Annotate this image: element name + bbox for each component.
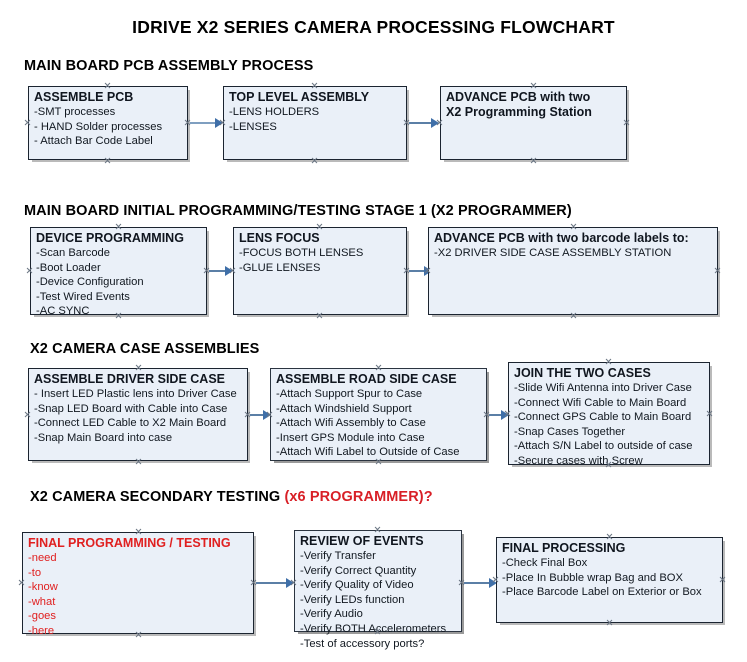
box-line: -Verify Audio [300,608,363,621]
box-line-overflow: -Test of accessory ports? [300,637,425,650]
box-line: X2 Programming Station [446,105,592,119]
connector-arrow [286,578,294,588]
section-heading-2: MAIN BOARD INITIAL PROGRAMMING/TESTING S… [24,203,572,219]
page-title: IDRIVE X2 SERIES CAMERA PROCESSING FLOWC… [132,17,615,37]
box-line: -AC SYNC [36,305,90,318]
process-box-review-of-events[interactable]: REVIEW OF EVENTS -Verify Transfer -Verif… [294,530,462,650]
process-box-advance-pcb-station[interactable]: ADVANCE PCB with two X2 Programming Stat… [440,86,627,160]
box-line: -know [28,581,58,594]
box-line: -Snap Cases Together [514,425,626,438]
box-line: -LENS HOLDERS [229,106,320,118]
box-line: -Snap LED Board with Cable into Case [34,402,228,415]
box-line: -Verify Correct Quantity [300,564,417,577]
box-line: - HAND Solder processes [34,120,163,133]
box-line: -Slide Wifi Antenna into Driver Case [514,382,692,394]
section-heading-3: X2 CAMERA CASE ASSEMBLIES [30,341,259,357]
box-line: - Attach Bar Code Label [34,135,153,148]
process-box-advance-pcb-driver-side[interactable]: ADVANCE PCB with two barcode labels to: … [428,227,718,315]
box-title: JOIN THE TWO CASES [514,366,651,380]
box-title: ADVANCE PCB with two barcode labels to: [434,231,689,245]
connector-arrow [215,118,223,128]
box-title: TOP LEVEL ASSEMBLY [229,90,370,104]
process-box-assemble-driver-side-case[interactable]: ASSEMBLE DRIVER SIDE CASE - Insert LED P… [28,368,248,461]
connector-line [409,122,434,124]
box-line: -Verify BOTH Accelerometers [300,622,447,635]
connector-line [489,414,504,416]
section-heading-2-text: MAIN BOARD INITIAL PROGRAMMING/TESTING S… [24,203,572,219]
box-title: ASSEMBLE PCB [34,90,134,104]
connector-arrow [263,410,271,420]
process-box-lens-focus[interactable]: LENS FOCUS -FOCUS BOTH LENSES -GLUE LENS… [233,227,407,315]
section-heading-1: MAIN BOARD PCB ASSEMBLY PROCESS [24,58,313,74]
box-title: DEVICE PROGRAMMING [36,231,184,245]
process-box-top-level-assembly[interactable]: TOP LEVEL ASSEMBLY -LENS HOLDERS -LENSES [223,86,407,160]
box-line: -Connect GPS Cable to Main Board [514,411,692,424]
section-heading-4-text: X2 CAMERA SECONDARY TESTING [30,489,285,505]
box-line: -Secure cases with Screw [514,454,643,467]
box-line: -Attach Support Spur to Case [276,388,423,400]
box-line: - Insert LED Plastic lens into Driver Ca… [34,388,237,400]
connector-line [209,270,229,272]
connector-line [409,270,427,272]
box-line: -Verify LEDs function [300,593,405,606]
box-line: -Attach Wifi Label to Outside of Case [276,446,460,459]
box-line: -Check Final Box [502,557,588,569]
process-box-final-programming-testing[interactable]: FINAL PROGRAMMING / TESTING -need -to -k… [22,532,254,637]
section-heading-4: X2 CAMERA SECONDARY TESTING (x6 PROGRAMM… [30,489,433,505]
box-line: -Connect Wifi Cable to Main Board [514,396,687,409]
box-line: -Attach Windshield Support [276,402,412,415]
box-title: LENS FOCUS [239,231,320,245]
box-line: -Attach S/N Label to outside of case [514,440,693,453]
section-heading-4-accent: (x6 PROGRAMMER)? [284,489,433,505]
box-line: -Boot Loader [36,261,101,274]
box-title: ADVANCE PCB with two [446,90,591,104]
box-line: -X2 DRIVER SIDE CASE ASSEMBLY STATION [434,247,672,259]
connector-line [250,414,266,416]
box-line: -Scan Barcode [36,247,111,259]
process-box-assemble-road-side-case[interactable]: ASSEMBLE ROAD SIDE CASE -Attach Support … [270,368,487,461]
section-heading-1-text: MAIN BOARD PCB ASSEMBLY PROCESS [24,58,314,74]
connector-arrow [431,118,439,128]
box-line: -Insert GPS Module into Case [276,431,425,444]
box-line: -Device Configuration [36,276,144,289]
box-title: FINAL PROCESSING [502,541,626,555]
connector-arrow [489,578,497,588]
box-line: -LENSES [229,120,277,133]
box-line: -to [28,566,42,579]
box-line: -what [28,595,56,608]
box-line: -Place Barcode Label on Exterior or Box [502,586,702,599]
box-title: ASSEMBLE DRIVER SIDE CASE [34,372,226,386]
box-line: -Connect LED Cable to X2 Main Board [34,417,227,430]
box-line: -here [28,624,55,637]
box-line: -Snap Main Board into case [34,431,173,444]
process-box-assemble-pcb[interactable]: ASSEMBLE PCB -SMT processes - HAND Solde… [28,86,188,160]
box-line: -need [28,552,57,564]
box-line: -FOCUS BOTH LENSES [239,247,364,259]
box-title: FINAL PROGRAMMING / TESTING [28,536,231,550]
connector-arrow [225,266,233,276]
box-line: -Place In Bubble wrap Bag and BOX [502,571,683,584]
connector-line [190,122,218,124]
connector-line [464,582,492,584]
box-title: REVIEW OF EVENTS [300,534,424,548]
section-heading-3-text: X2 CAMERA CASE ASSEMBLIES [30,341,260,357]
box-line: -GLUE LENSES [239,261,321,274]
box-title: ASSEMBLE ROAD SIDE CASE [276,372,457,386]
box-line: -Verify Quality of Video [300,579,414,592]
box-line: -goes [28,610,56,623]
box-line: -Verify Transfer [300,550,376,562]
box-line: -SMT processes [34,106,116,118]
connector-line [256,582,289,584]
process-box-join-two-cases[interactable]: JOIN THE TWO CASES -Slide Wifi Antenna i… [508,362,710,467]
box-line: -Attach Wifi Assembly to Case [276,417,426,430]
box-line: -Test Wired Events [36,290,130,303]
process-box-final-processing[interactable]: FINAL PROCESSING -Check Final Box -Place… [496,537,723,623]
process-box-device-programming[interactable]: DEVICE PROGRAMMING -Scan Barcode -Boot L… [30,227,207,317]
connector-arrow [501,410,509,420]
